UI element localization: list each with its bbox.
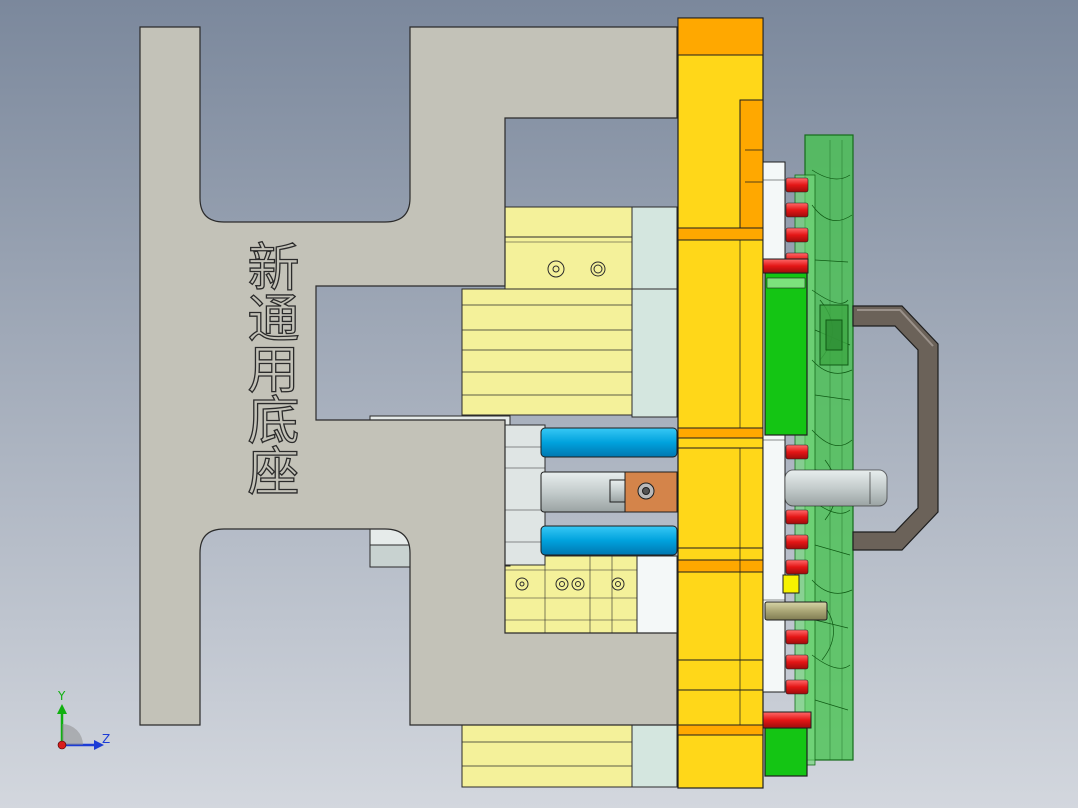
red-rod-lower[interactable] bbox=[762, 711, 812, 729]
red-pin[interactable] bbox=[785, 534, 809, 550]
red-pin[interactable] bbox=[785, 679, 809, 695]
axis-label-y: Y bbox=[57, 689, 66, 703]
yellow-indicator-pin[interactable] bbox=[782, 574, 800, 594]
main-mold-plate[interactable] bbox=[677, 17, 764, 789]
screw-hole bbox=[515, 577, 529, 591]
cyan-rod-upper[interactable] bbox=[540, 427, 678, 458]
lower-guide-block[interactable] bbox=[504, 555, 638, 634]
cyan-rod-lower[interactable] bbox=[540, 525, 678, 556]
x-axis-dot-icon bbox=[57, 740, 67, 750]
red-pin[interactable] bbox=[785, 177, 809, 193]
upper-guide-block[interactable] bbox=[504, 206, 634, 290]
cylinder-cap-upper[interactable] bbox=[631, 288, 678, 418]
guide-bracket-step[interactable] bbox=[369, 544, 411, 568]
cylinder-body-lower[interactable] bbox=[461, 724, 633, 788]
screw-hole bbox=[611, 577, 625, 591]
upper-orange-slot[interactable] bbox=[739, 99, 764, 229]
top-orange-insert[interactable] bbox=[677, 17, 764, 56]
red-pin[interactable] bbox=[785, 444, 809, 460]
cylinder-body-upper[interactable] bbox=[461, 288, 633, 416]
axis-triad: Y Z bbox=[57, 689, 110, 750]
red-rod-upper[interactable] bbox=[762, 258, 809, 274]
screw-hole bbox=[571, 577, 585, 591]
ejector-pin[interactable] bbox=[764, 601, 828, 621]
screw-hole bbox=[547, 260, 565, 278]
screw-hole bbox=[555, 577, 569, 591]
red-pin[interactable] bbox=[785, 509, 809, 525]
guide-rail[interactable] bbox=[504, 424, 546, 566]
mold-handle[interactable] bbox=[852, 305, 939, 551]
red-pin-column[interactable] bbox=[785, 177, 809, 695]
red-pin[interactable] bbox=[785, 227, 809, 243]
screw-hole bbox=[590, 261, 606, 277]
upper-guide-cap[interactable] bbox=[631, 206, 678, 290]
base-plate[interactable] bbox=[139, 26, 678, 726]
axis-label-z: Z bbox=[102, 732, 110, 746]
green-locating-block-upper[interactable] bbox=[764, 272, 808, 436]
red-pin[interactable] bbox=[785, 629, 809, 645]
red-pin[interactable] bbox=[785, 202, 809, 218]
red-pin[interactable] bbox=[785, 654, 809, 670]
nozzle-pin[interactable] bbox=[784, 469, 888, 507]
cylinder-cap-lower[interactable] bbox=[631, 724, 678, 788]
red-pin[interactable] bbox=[785, 559, 809, 575]
green-locating-block-lower[interactable] bbox=[764, 727, 808, 777]
base-plate-label: 新通用底座 bbox=[238, 240, 298, 495]
lower-guide-cap[interactable] bbox=[636, 555, 678, 634]
